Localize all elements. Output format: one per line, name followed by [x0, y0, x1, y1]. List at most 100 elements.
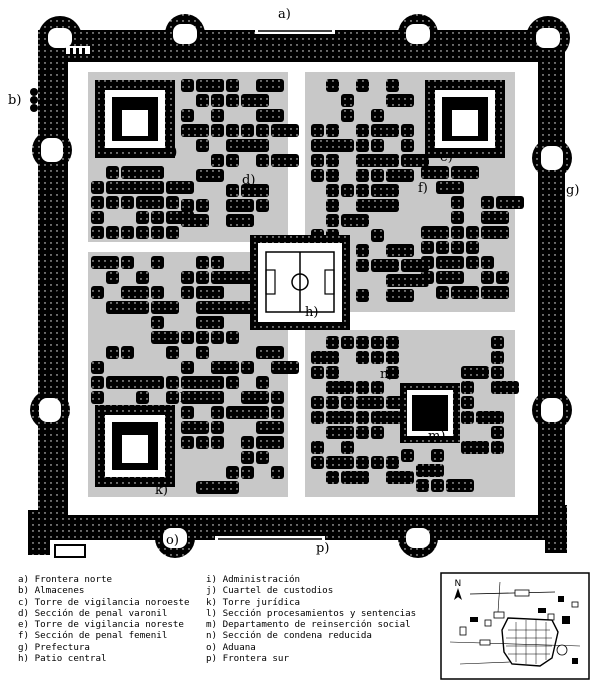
legend-item: l) Sección procesamientos y sentencias — [206, 607, 417, 619]
building-block — [166, 391, 179, 404]
building-block — [326, 169, 339, 182]
building-block — [491, 351, 504, 364]
building-block — [386, 154, 399, 167]
building-block — [386, 79, 399, 92]
legend-item: c) Torre de vigilancia noroeste — [18, 596, 190, 608]
building-block — [341, 396, 354, 409]
building-block — [341, 441, 354, 454]
building-block — [91, 196, 104, 209]
building-block — [136, 196, 164, 209]
building-block — [491, 441, 504, 454]
label-l: l) — [180, 391, 189, 406]
legend-item: k) Torre jurídica — [206, 596, 301, 608]
building-block — [356, 381, 369, 394]
building-block — [211, 256, 224, 269]
building-block — [386, 456, 399, 469]
label-j: j) — [56, 279, 67, 294]
location-minimap: N — [440, 572, 590, 680]
watchtowers — [95, 80, 505, 487]
building-block — [451, 196, 464, 209]
building-block — [311, 124, 324, 137]
label-f: f) — [418, 181, 428, 196]
building-block — [256, 94, 269, 107]
building-block — [371, 381, 384, 394]
building-block — [91, 361, 104, 374]
building-block — [491, 426, 504, 439]
building-block — [241, 214, 254, 227]
building-block — [121, 196, 134, 209]
building-block — [256, 421, 284, 434]
legend-item: i) Administración — [206, 574, 301, 585]
building-block — [211, 316, 224, 329]
building-block — [256, 124, 269, 137]
building-block — [121, 286, 149, 299]
building-block — [106, 226, 119, 239]
building-block — [341, 184, 354, 197]
building-block — [326, 456, 354, 469]
building-block — [386, 169, 414, 182]
building-block — [356, 426, 369, 439]
building-block — [356, 184, 369, 197]
prison-map: a) b) c) d) e) f) g) h) i) j) k) l) m) n… — [8, 7, 579, 558]
building-block — [181, 421, 209, 434]
building-block — [311, 456, 324, 469]
legend-item: g) Prefectura — [18, 641, 90, 653]
building-block — [136, 211, 149, 224]
building-block — [226, 271, 254, 284]
building-block — [181, 199, 194, 212]
building-block — [91, 376, 104, 389]
building-block — [196, 169, 224, 182]
building-block — [151, 286, 164, 299]
building-block — [211, 436, 224, 449]
building-block — [446, 479, 474, 492]
building-block — [196, 139, 209, 152]
building-block — [241, 124, 254, 137]
building-block — [326, 336, 339, 349]
building-block — [356, 351, 369, 364]
building-block — [211, 406, 224, 419]
legend-item: a) Frontera norte — [18, 574, 113, 585]
building-block — [481, 256, 494, 269]
building-block — [136, 271, 149, 284]
building-block — [271, 466, 284, 479]
building-block — [196, 376, 224, 389]
legend: a) Frontera norte b) Almacenes c) Torre … — [18, 574, 428, 686]
building-block — [91, 391, 104, 404]
building-block — [256, 451, 269, 464]
building-block — [356, 336, 369, 349]
building-block — [311, 441, 324, 454]
building-block — [371, 229, 384, 242]
building-block — [431, 449, 444, 462]
building-block — [151, 211, 164, 224]
building-block — [196, 199, 209, 212]
building-block — [106, 346, 119, 359]
building-block — [166, 301, 179, 314]
building-block — [211, 286, 224, 299]
building-block — [196, 94, 209, 107]
building-block — [341, 411, 354, 424]
building-block — [181, 436, 194, 449]
building-block — [256, 154, 269, 167]
building-block — [211, 481, 239, 494]
central-patio — [250, 235, 350, 330]
building-block — [371, 259, 399, 272]
building-block — [436, 241, 449, 254]
building-block — [461, 411, 474, 424]
building-block — [476, 441, 489, 454]
building-block — [326, 471, 339, 484]
building-block — [151, 331, 179, 344]
building-block — [181, 361, 194, 374]
building-block — [106, 196, 119, 209]
building-block — [256, 406, 269, 419]
building-block — [401, 139, 414, 152]
building-block — [151, 166, 164, 179]
building-block — [271, 124, 299, 137]
building-block — [496, 211, 509, 224]
building-block — [371, 184, 399, 197]
building-block — [311, 411, 324, 424]
building-block — [401, 244, 414, 257]
building-block — [466, 256, 479, 269]
watchtower-ne — [425, 80, 505, 158]
building-block — [481, 196, 494, 209]
building-block — [256, 184, 269, 197]
